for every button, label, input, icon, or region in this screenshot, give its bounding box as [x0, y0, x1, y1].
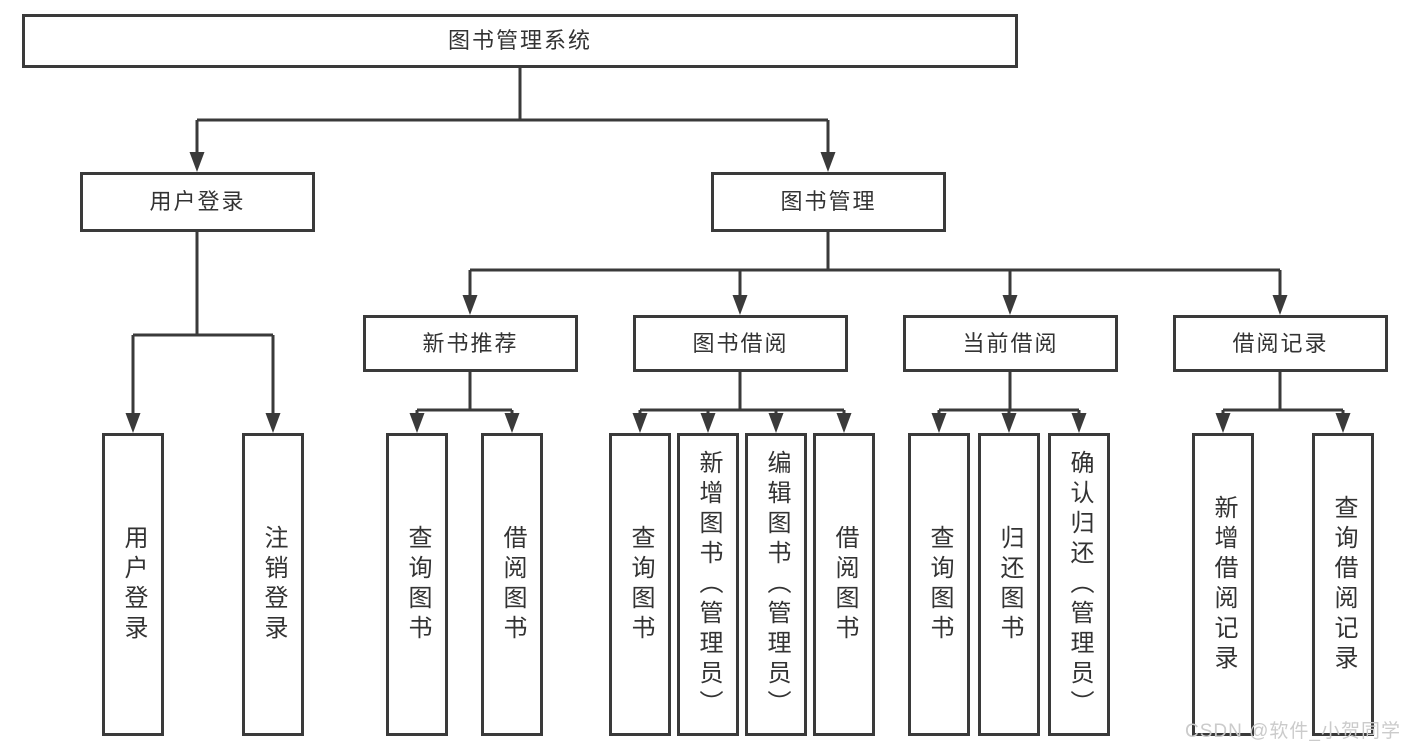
- node-label: 新增借阅记录: [1210, 494, 1237, 675]
- node-label: 图书管理系统: [447, 28, 592, 53]
- node-label: 用户登录: [120, 524, 147, 645]
- node-label: 编辑图书（管理员）: [763, 449, 790, 720]
- node-label: 查询图书: [404, 524, 431, 645]
- leaf-query-books-borrowing: 查询图书: [609, 433, 671, 736]
- node-label: 借阅记录: [1232, 330, 1329, 356]
- node-borrowing-records: 借阅记录: [1173, 315, 1388, 372]
- node-current-borrowing: 当前借阅: [903, 315, 1118, 372]
- node-label: 归还图书: [996, 524, 1023, 645]
- node-label: 查询图书: [627, 524, 654, 645]
- leaf-edit-books-admin: 编辑图书（管理员）: [745, 433, 807, 736]
- leaf-logout: 注销登录: [242, 433, 304, 736]
- leaf-user-login: 用户登录: [102, 433, 164, 736]
- leaf-borrow-books: 借阅图书: [813, 433, 875, 736]
- node-label: 注销登录: [260, 524, 287, 645]
- leaf-query-books-recommend: 查询图书: [386, 433, 448, 736]
- leaf-add-books-admin: 新增图书（管理员）: [677, 433, 739, 736]
- leaf-query-borrow-record: 查询借阅记录: [1312, 433, 1374, 736]
- leaf-add-borrow-record: 新增借阅记录: [1192, 433, 1254, 736]
- node-label: 借阅图书: [499, 524, 526, 645]
- node-label: 新书推荐: [422, 330, 519, 356]
- node-label: 查询图书: [926, 524, 953, 645]
- node-label: 确认归还（管理员）: [1066, 449, 1093, 720]
- leaf-borrow-books-recommend: 借阅图书: [481, 433, 543, 736]
- node-book-management: 图书管理: [711, 172, 946, 232]
- node-label: 查询借阅记录: [1330, 494, 1357, 675]
- node-label: 用户登录: [149, 189, 246, 214]
- leaf-confirm-return-admin: 确认归还（管理员）: [1048, 433, 1110, 736]
- leaf-return-books: 归还图书: [978, 433, 1040, 736]
- leaf-query-books-current: 查询图书: [908, 433, 970, 736]
- node-book-borrowing: 图书借阅: [633, 315, 848, 372]
- node-user-login: 用户登录: [80, 172, 315, 232]
- node-label: 借阅图书: [831, 524, 858, 645]
- node-label: 图书管理: [780, 189, 877, 214]
- node-label: 图书借阅: [692, 330, 789, 356]
- node-new-book-recommend: 新书推荐: [363, 315, 578, 372]
- node-label: 当前借阅: [962, 330, 1059, 356]
- node-root-library-system: 图书管理系统: [22, 14, 1018, 68]
- node-label: 新增图书（管理员）: [695, 449, 722, 720]
